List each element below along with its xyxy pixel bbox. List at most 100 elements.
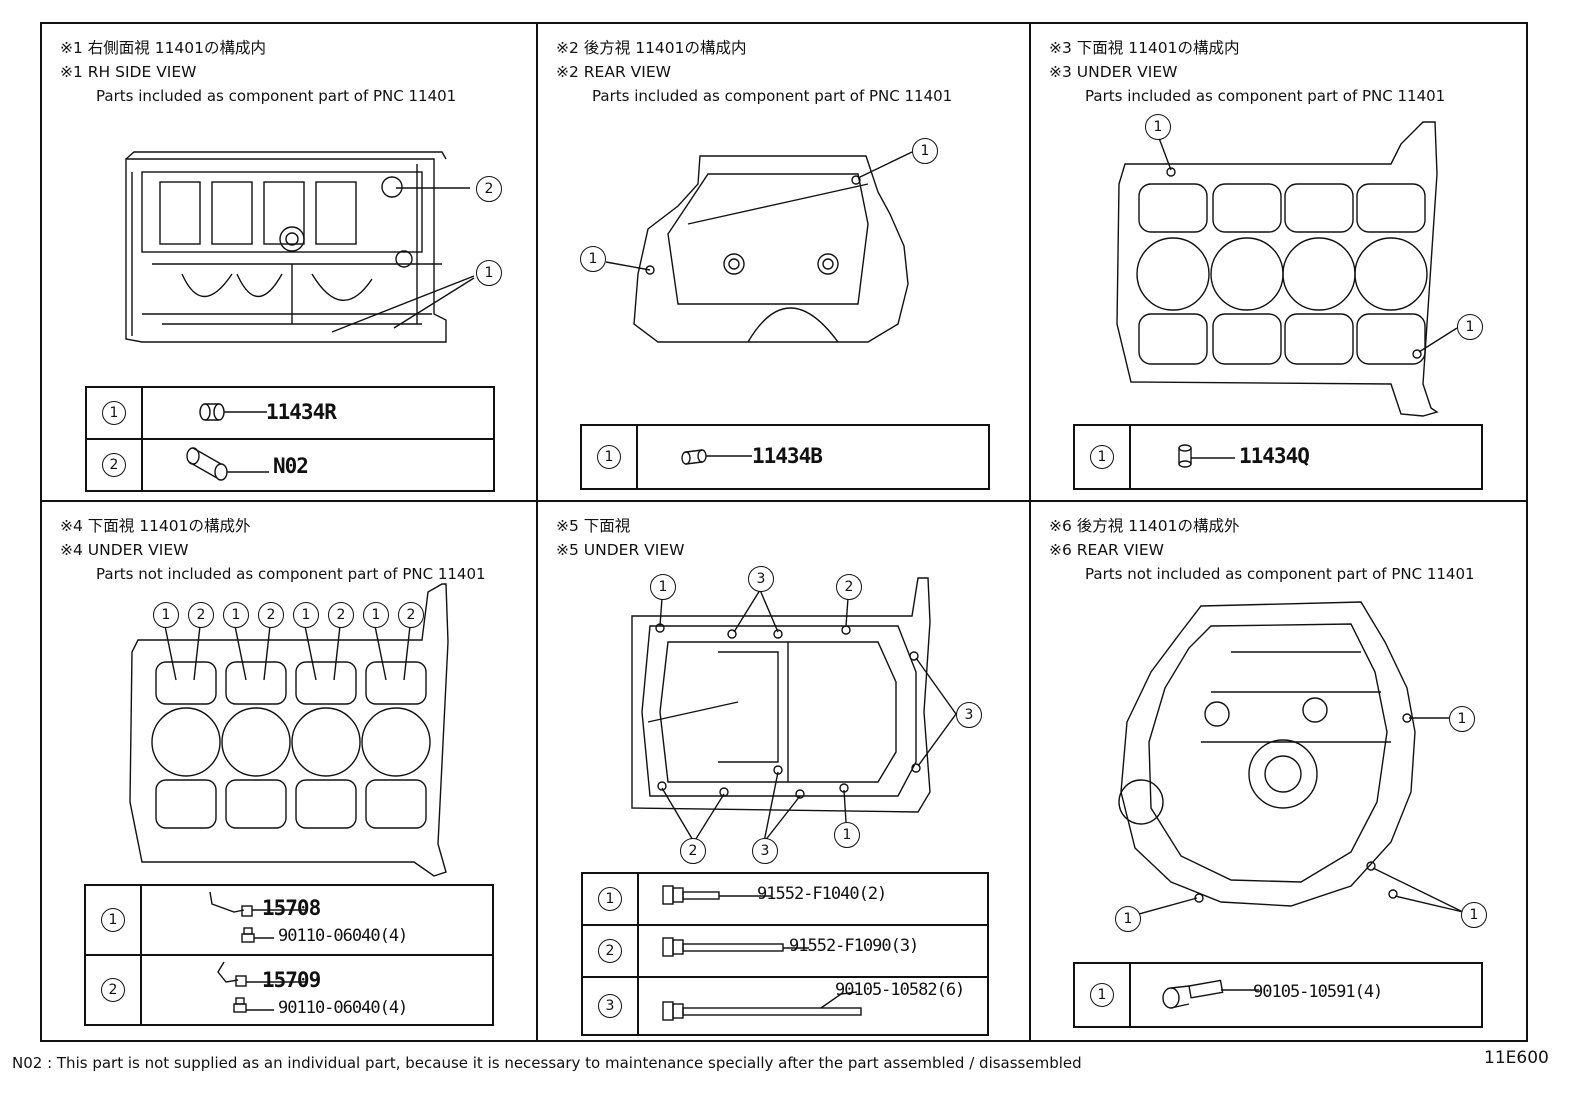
row-index: 3 xyxy=(581,976,639,1036)
parts-table: 1 11434R 2 N02 xyxy=(85,386,495,492)
callout-1: 1 xyxy=(363,602,389,628)
panel-divider xyxy=(40,500,1528,502)
row-index: 1 xyxy=(1073,424,1131,490)
panel-under-view-included: ※3 下面視 11401の構成内 ※3 UNDER VIEW Parts inc… xyxy=(1031,24,1528,500)
part-number: N02 xyxy=(273,454,309,478)
oil-jet-icon xyxy=(209,891,308,943)
callout-2: 2 xyxy=(398,602,424,628)
row-parts: 91552-F1090(3) xyxy=(637,924,989,978)
bolt-icon xyxy=(1162,979,1259,1009)
engine-block-under-drawing xyxy=(1116,121,1458,417)
part-number: 90105-10591(4) xyxy=(1253,982,1383,1002)
table-row: 2 91552-F1090(3) xyxy=(581,924,989,978)
panel-divider xyxy=(1029,22,1031,1042)
panel-rear-view: ※2 後方視 11401の構成内 ※2 REAR VIEW Parts incl… xyxy=(538,24,1029,500)
callout-1: 1 xyxy=(1457,314,1483,340)
engine-block-under-drawing xyxy=(129,583,449,877)
callout-3: 3 xyxy=(752,838,778,864)
row-index: 1 xyxy=(84,884,142,956)
callout-2: 2 xyxy=(836,574,862,600)
panel-heading: ※2 後方視 11401の構成内 ※2 REAR VIEW Parts incl… xyxy=(556,36,952,108)
heading-en: ※6 REAR VIEW xyxy=(1049,541,1164,559)
part-number: 11434R xyxy=(266,400,337,424)
panel-rh-side-view: ※1 右側面視 11401の構成内 ※1 RH SIDE VIEW Parts … xyxy=(42,24,536,500)
table-row: 1 91552-F1040(2) xyxy=(581,872,989,926)
part-number: 11434Q xyxy=(1239,444,1310,468)
engine-block-rear-flange-drawing xyxy=(1118,601,1464,915)
callout-2: 2 xyxy=(680,838,706,864)
callout-3: 3 xyxy=(956,702,982,728)
heading-en: ※3 UNDER VIEW xyxy=(1049,63,1178,81)
callout-1: 1 xyxy=(1449,706,1475,732)
bolt-icon xyxy=(662,937,809,957)
panel-heading: ※1 右側面視 11401の構成内 ※1 RH SIDE VIEW Parts … xyxy=(60,36,456,108)
bolt-icon xyxy=(662,991,862,1021)
part-number: 91552-F1090(3) xyxy=(789,936,919,956)
heading-en: ※4 UNDER VIEW xyxy=(60,541,189,559)
callout-1: 1 xyxy=(912,138,938,164)
panel-heading: ※4 下面視 11401の構成外 ※4 UNDER VIEW Parts not… xyxy=(60,514,486,586)
callout-1: 1 xyxy=(153,602,179,628)
parts-table: 1 15708 90110-06040(4) 2 xyxy=(84,884,494,1026)
part-number: 90110-06040(4) xyxy=(278,998,408,1018)
part-number: 90105-10582(6) xyxy=(835,980,965,1000)
table-row: 2 N02 xyxy=(85,438,495,492)
callout-1: 1 xyxy=(580,246,606,272)
panel-under-view-not-included: ※4 下面視 11401の構成外 ※4 UNDER VIEW Parts not… xyxy=(42,502,536,1040)
panel-rear-view-not-included: ※6 後方視 11401の構成外 ※6 REAR VIEW Parts not … xyxy=(1031,502,1528,1040)
row-parts: N02 xyxy=(141,438,495,492)
callout-1: 1 xyxy=(223,602,249,628)
row-index: 1 xyxy=(85,386,143,440)
panel-heading: ※5 下面視 ※5 UNDER VIEW xyxy=(556,514,684,562)
table-row: 1 15708 90110-06040(4) xyxy=(84,884,494,956)
row-index: 2 xyxy=(85,438,143,492)
callout-1: 1 xyxy=(1145,114,1171,140)
callout-2: 2 xyxy=(258,602,284,628)
heading-en: ※1 RH SIDE VIEW xyxy=(60,63,197,81)
row-index: 1 xyxy=(580,424,638,490)
part-number: 15708 xyxy=(262,896,321,920)
table-row: 1 11434R xyxy=(85,386,495,440)
row-parts: 11434Q xyxy=(1129,424,1483,490)
parts-table: 1 11434B xyxy=(580,424,990,490)
part-number: 11434B xyxy=(752,444,823,468)
heading-sub: Parts not included as component part of … xyxy=(1085,565,1475,583)
table-row: 1 90105-10591(4) xyxy=(1073,962,1483,1028)
heading-sub: Parts included as component part of PNC … xyxy=(96,87,457,105)
heading-jp: ※4 下面視 11401の構成外 xyxy=(60,517,251,535)
table-row: 1 11434B xyxy=(580,424,990,490)
callout-1: 1 xyxy=(650,574,676,600)
callout-1: 1 xyxy=(834,822,860,848)
panel-divider xyxy=(536,22,538,1042)
row-index: 1 xyxy=(1073,962,1131,1028)
panel-under-view-bolts: ※5 下面視 ※5 UNDER VIEW 1 3 2 3 2 3 1 1 xyxy=(538,502,1029,1040)
row-index: 2 xyxy=(84,954,142,1026)
heading-jp: ※1 右側面視 11401の構成内 xyxy=(60,39,267,57)
row-parts: 90105-10582(6) xyxy=(637,976,989,1036)
callout-1: 1 xyxy=(1115,906,1141,932)
part-number: 15709 xyxy=(262,968,321,992)
row-parts: 15709 90110-06040(4) xyxy=(140,954,494,1026)
table-row: 2 15709 90110-06040(4) xyxy=(84,954,494,1026)
callout-3: 3 xyxy=(748,566,774,592)
footnote: N02 : This part is not supplied as an in… xyxy=(12,1054,1082,1072)
callout-1: 1 xyxy=(1461,902,1487,928)
callout-1: 1 xyxy=(293,602,319,628)
row-parts: 91552-F1040(2) xyxy=(637,872,989,926)
heading-sub: Parts not included as component part of … xyxy=(96,565,486,583)
heading-jp: ※5 下面視 xyxy=(556,517,631,535)
engine-block-rear-drawing xyxy=(605,151,913,343)
table-row: 3 90105-10582(6) xyxy=(581,976,989,1036)
parts-table: 1 91552-F1040(2) 2 91552-F1090(3) xyxy=(581,872,989,1036)
parts-table: 1 11434Q xyxy=(1073,424,1483,490)
engine-block-under-bolts-drawing xyxy=(631,577,957,843)
heading-jp: ※3 下面視 11401の構成内 xyxy=(1049,39,1240,57)
row-parts: 11434R xyxy=(141,386,495,440)
dowel-icon xyxy=(186,447,269,481)
heading-sub: Parts included as component part of PNC … xyxy=(1085,87,1446,105)
figure-code: 11E600 xyxy=(1484,1048,1549,1068)
callout-1: 1 xyxy=(476,260,502,286)
heading-sub: Parts included as component part of PNC … xyxy=(592,87,953,105)
callout-2: 2 xyxy=(188,602,214,628)
engine-block-rh-side-drawing xyxy=(125,151,475,343)
